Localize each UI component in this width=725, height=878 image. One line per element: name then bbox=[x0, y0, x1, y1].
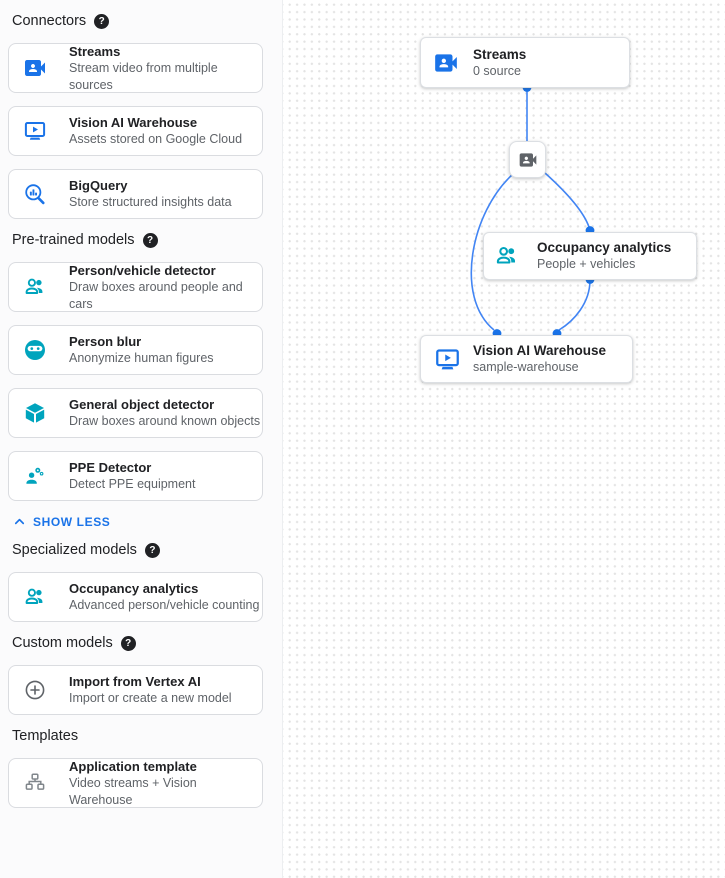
card-title: General object detector bbox=[69, 397, 215, 412]
card-title: Streams bbox=[69, 43, 121, 59]
chevron-up-icon bbox=[12, 514, 27, 529]
section-header-specialized-models: Specialized models ? bbox=[12, 542, 282, 559]
help-icon[interactable]: ? bbox=[120, 636, 136, 651]
streams-icon bbox=[433, 50, 459, 76]
card-desc: Store structured insights data bbox=[69, 195, 232, 209]
sidebar-card-vision-ai-warehouse[interactable]: Vision AI Warehouse Assets stored on Goo… bbox=[8, 106, 263, 156]
show-less-label: SHOW LESS bbox=[33, 514, 111, 529]
node-title: Vision AI Warehouse bbox=[473, 343, 607, 358]
sidebar-card-person-vehicle-detector[interactable]: Person/vehicle detector Draw boxes aroun… bbox=[8, 262, 263, 312]
help-icon[interactable]: ? bbox=[142, 233, 158, 248]
sidebar-card-ppe-detector[interactable]: PPE Detector Detect PPE equipment bbox=[8, 451, 263, 501]
section-label: Custom models bbox=[12, 635, 113, 651]
section-header-custom-models: Custom models ? bbox=[12, 635, 282, 652]
card-desc: Detect PPE equipment bbox=[69, 477, 196, 491]
face-icon bbox=[23, 338, 47, 362]
card-title: Application template bbox=[69, 758, 197, 774]
card-desc: Anonymize human figures bbox=[69, 351, 214, 365]
help-icon[interactable]: ? bbox=[144, 543, 160, 558]
card-desc: Draw boxes around people and cars bbox=[69, 279, 243, 311]
video-camera-icon bbox=[518, 150, 538, 170]
show-less-link[interactable]: SHOW LESS bbox=[12, 514, 282, 529]
card-desc: Assets stored on Google Cloud bbox=[69, 132, 243, 146]
component-palette-sidebar: Connectors ? Streams Stream video from m… bbox=[0, 0, 283, 878]
card-title: Import from Vertex AI bbox=[69, 674, 201, 689]
people-icon bbox=[23, 275, 47, 299]
sidebar-card-person-blur[interactable]: Person blur Anonymize human figures bbox=[8, 325, 263, 375]
card-desc: Draw boxes around known objects bbox=[69, 414, 261, 428]
card-desc: Video streams + Vision Warehouse bbox=[69, 775, 197, 807]
ppe-icon bbox=[23, 464, 47, 488]
card-title: Vision AI Warehouse bbox=[69, 115, 198, 130]
sidebar-card-bigquery[interactable]: BigQuery Store structured insights data bbox=[8, 169, 263, 219]
people-icon bbox=[23, 585, 47, 609]
section-label: Connectors bbox=[12, 13, 87, 29]
node-subtitle: sample-warehouse bbox=[473, 360, 579, 374]
sidebar-card-general-object-detector[interactable]: General object detector Draw boxes aroun… bbox=[8, 388, 263, 438]
section-header-pretrained-models: Pre-trained models ? bbox=[12, 232, 282, 249]
card-title: PPE Detector bbox=[69, 460, 152, 475]
sidebar-card-occupancy-analytics[interactable]: Occupancy analytics Advanced person/vehi… bbox=[8, 572, 263, 622]
warehouse-icon bbox=[434, 346, 461, 373]
section-label: Pre-trained models bbox=[12, 232, 135, 248]
card-title: Person blur bbox=[69, 334, 142, 349]
node-stream-source[interactable] bbox=[509, 141, 546, 178]
section-label: Templates bbox=[12, 728, 79, 744]
help-icon[interactable]: ? bbox=[94, 14, 110, 29]
sidebar-card-import-vertex-ai[interactable]: Import from Vertex AI Import or create a… bbox=[8, 665, 263, 715]
people-icon bbox=[494, 243, 520, 269]
sidebar-card-application-template[interactable]: Application template Video streams + Vis… bbox=[8, 758, 263, 808]
section-header-connectors: Connectors ? bbox=[12, 13, 282, 30]
card-title: Occupancy analytics bbox=[69, 581, 199, 596]
section-header-templates: Templates bbox=[12, 728, 282, 745]
node-subtitle: People + vehicles bbox=[537, 257, 636, 271]
streams-icon bbox=[23, 56, 47, 80]
warehouse-icon bbox=[23, 119, 47, 143]
node-title: Streams bbox=[473, 46, 527, 62]
plus-circle-icon bbox=[23, 678, 47, 702]
card-desc: Advanced person/vehicle counting bbox=[69, 598, 260, 612]
section-label: Specialized models bbox=[12, 542, 137, 558]
card-desc: Import or create a new model bbox=[69, 691, 232, 705]
graph-canvas[interactable]: Streams 0 source Occupancy analytics Peo… bbox=[283, 0, 725, 878]
sidebar-card-streams[interactable]: Streams Stream video from multiple sourc… bbox=[8, 43, 263, 93]
node-title: Occupancy analytics bbox=[537, 240, 672, 255]
node-subtitle: 0 source bbox=[473, 63, 521, 78]
tree-icon bbox=[23, 771, 47, 795]
node-vision-ai-warehouse[interactable]: Vision AI Warehouse sample-warehouse bbox=[420, 335, 633, 383]
node-occupancy-analytics[interactable]: Occupancy analytics People + vehicles bbox=[483, 232, 697, 280]
cube-icon bbox=[23, 401, 47, 425]
card-title: BigQuery bbox=[69, 178, 128, 193]
bigquery-icon bbox=[23, 182, 47, 206]
card-title: Person/vehicle detector bbox=[69, 262, 216, 278]
graph-edges bbox=[470, 83, 595, 338]
card-desc: Stream video from multiple sources bbox=[69, 60, 218, 92]
node-streams[interactable]: Streams 0 source bbox=[420, 37, 630, 88]
